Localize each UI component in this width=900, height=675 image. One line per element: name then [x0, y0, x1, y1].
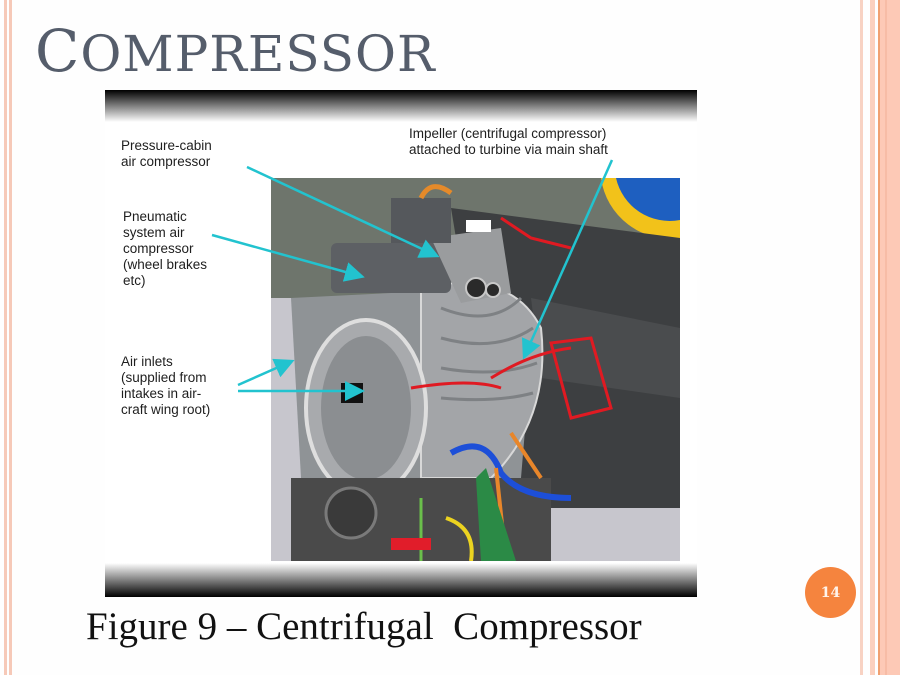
figure-top-gradient-bar	[105, 90, 697, 122]
right-border-stripe	[885, 0, 887, 675]
title-rest: OMPRESSOR	[80, 25, 436, 83]
left-border-stripe	[9, 0, 12, 675]
right-border	[860, 0, 900, 675]
engine-photo	[271, 178, 680, 561]
label-air-inlets: Air inlets (supplied from intakes in air…	[121, 354, 211, 417]
right-border-stripe	[870, 0, 875, 675]
arrow-pressure-cabin	[246, 165, 440, 258]
label-pneumatic-system-compressor: Pneumatic system air compressor (wheel b…	[123, 209, 208, 288]
title-first-letter: C	[35, 17, 81, 85]
label-impeller: Impeller (centrifugal compressor) attach…	[409, 126, 608, 157]
label-pressure-cabin-compressor: Pressure-cabin air compressor	[121, 138, 212, 169]
page-number-badge: 14	[805, 567, 856, 618]
slide-title: COMPRESSOR	[35, 22, 436, 80]
arrow-pneumatic	[211, 233, 365, 282]
arrow-impeller	[521, 159, 614, 360]
figure-caption: Figure 9 – Centrifugal Compressor	[86, 605, 642, 648]
right-border-accent-line	[878, 0, 880, 675]
right-border-stripe	[860, 0, 863, 675]
figure-bottom-gradient-bar	[105, 563, 697, 597]
arrow-air-inlet-upper	[237, 358, 295, 387]
left-border-stripe	[4, 0, 7, 675]
figure-frame	[105, 90, 697, 597]
engine-illustration	[271, 178, 680, 561]
